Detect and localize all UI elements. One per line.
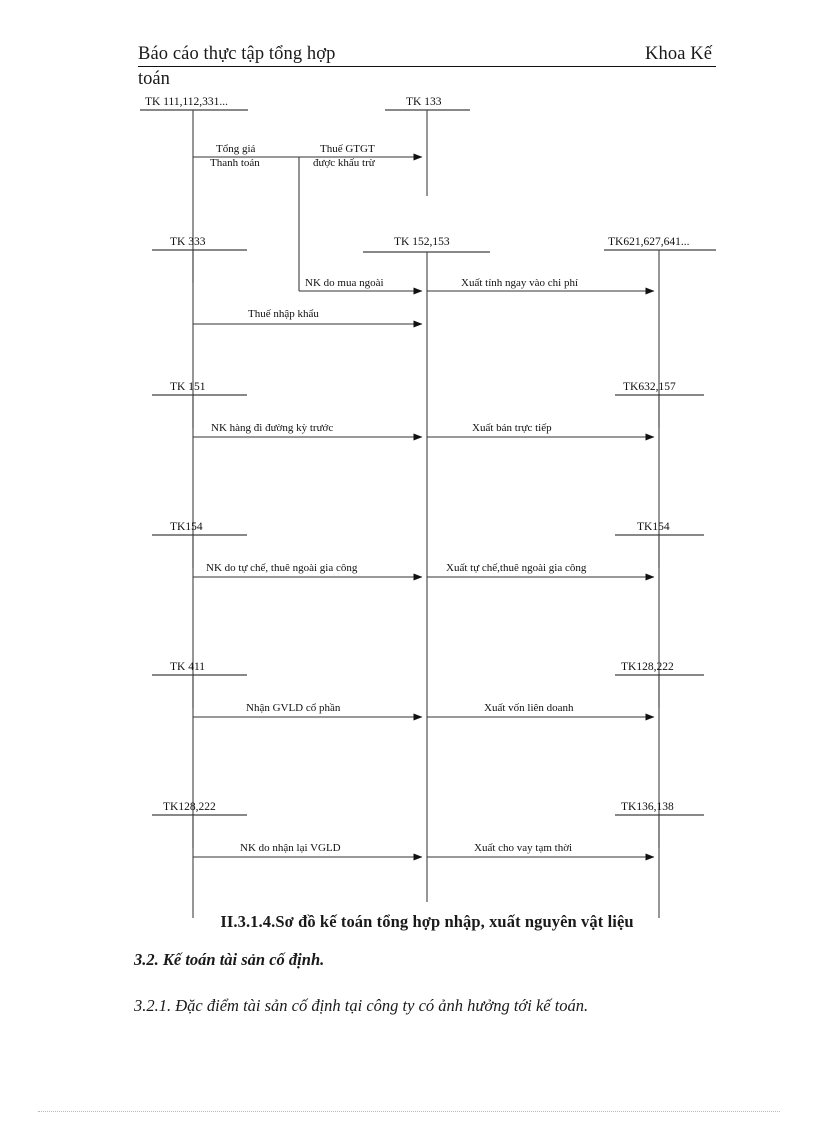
header-title-left: Báo cáo thực tập tổng hợp [138,44,336,64]
flow-label-f6: NK hàng đi đường kỳ trước [211,422,333,434]
flow-label-f9: Xuất tự chế,thuê ngoài gia công [446,562,587,574]
flow-label-f8: NK do tự chế, thuê ngoài gia công [206,562,358,574]
flow-label-f1-line1: Tổng giá [216,143,256,155]
account-label-r4-left: TK 411 [170,661,205,673]
account-label-r1-mid: TK 152,153 [394,236,450,248]
header-title-continuation: toán [138,69,170,89]
flow-label-f11: Xuất vốn liên doanh [484,702,574,714]
flow-label-f3: NK do mua ngoài [305,277,384,289]
running-header: Báo cáo thực tập tổng hợp Khoa Kế toán [138,44,716,91]
header-title-right: Khoa Kế [645,44,712,64]
subsection-heading: 3.2.1. Đặc điểm tài sản cố định tại công… [134,996,589,1015]
header-rule-row: Báo cáo thực tập tổng hợp Khoa Kế [138,44,716,67]
flow-label-f7: Xuất bán trực tiếp [472,422,552,434]
account-label-r5-left: TK128,222 [163,801,216,813]
account-label-r2-left: TK 151 [170,381,206,393]
account-label-r3-right: TK154 [637,521,670,533]
flow-label-f4: Xuất tính ngay vào chi phí [461,277,578,289]
account-label-r3-left: TK154 [170,521,203,533]
footer-divider [38,1111,780,1112]
section-heading: 3.2. Kế toán tài sản cố định. [134,950,325,969]
flow-label-f2-line1: Thuế GTGT [320,143,375,155]
flow-line-f1 [193,156,300,291]
account-label-r0-mid: TK 133 [406,96,442,108]
account-label-r2-right: TK632,157 [623,381,676,393]
flow-label-f12: NK do nhận lại VGLD [240,842,341,854]
flow-label-f10: Nhận GVLD cổ phần [246,702,341,714]
account-label-r5-right: TK136,138 [621,801,674,813]
account-label-r0-left: TK 111,112,331... [145,96,228,108]
t-account-flow-diagram: TK 111,112,331... TK 133 Tổng giá Thanh … [0,88,816,918]
account-label-r4-right: TK128,222 [621,661,674,673]
flow-label-f5: Thuế nhập khẩu [248,308,319,320]
account-label-r1-left: TK 333 [170,236,206,248]
flow-label-f2-line2: được khấu trừ [313,157,376,169]
figure-caption: II.3.1.4.Sơ đồ kế toán tổng hợp nhập, xu… [220,912,634,931]
account-label-r1-right: TK621,627,641... [608,236,690,248]
flow-label-f1-line2: Thanh toán [210,157,260,169]
flow-label-f13: Xuất cho vay tạm thời [474,842,572,854]
